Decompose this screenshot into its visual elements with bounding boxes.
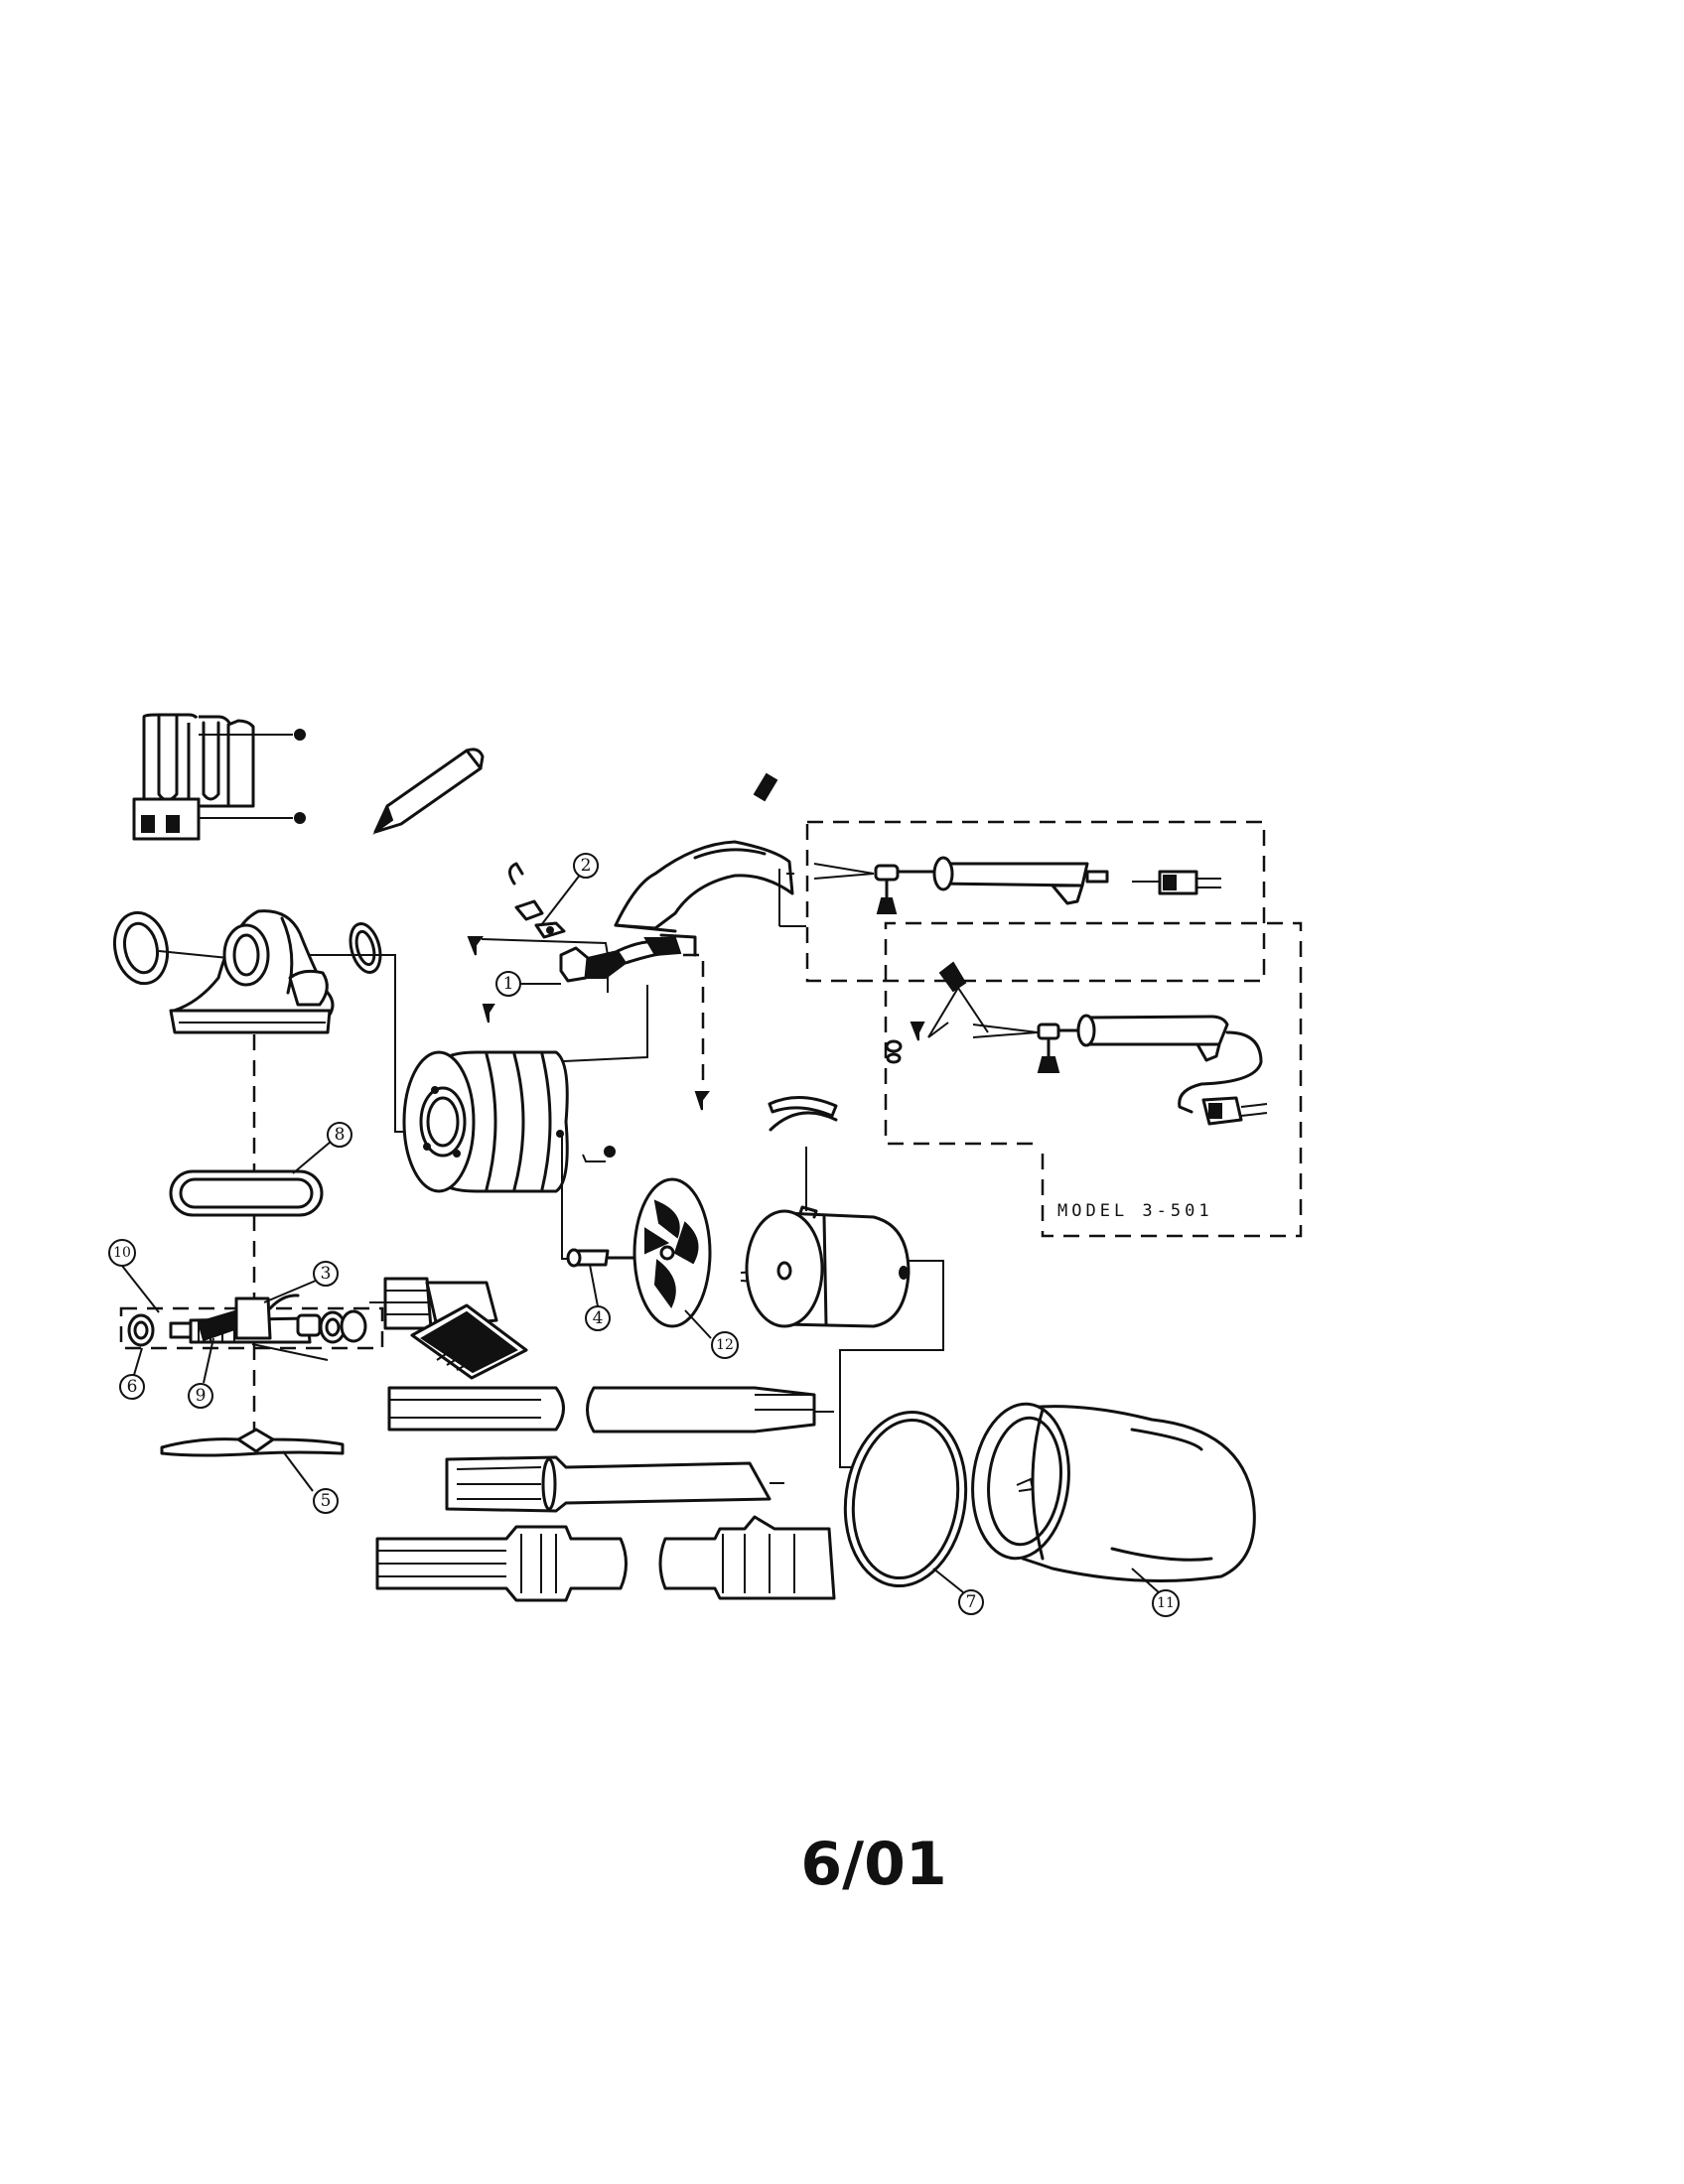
callout-8-label: 8 bbox=[335, 1125, 346, 1145]
callout-7-label: 7 bbox=[966, 1592, 977, 1612]
motor-housing bbox=[402, 1050, 576, 1260]
callout-11: 11 bbox=[1152, 1589, 1180, 1617]
extension-wand-1 bbox=[387, 1386, 834, 1433]
footer-date: 6/01 bbox=[800, 1830, 946, 1899]
callout-9: 9 bbox=[188, 1383, 213, 1409]
motor bbox=[740, 1095, 944, 1468]
hose-connector bbox=[369, 1277, 528, 1380]
callout-1-label: 1 bbox=[503, 974, 514, 994]
gasket-ring bbox=[843, 1410, 968, 1593]
handle bbox=[614, 840, 794, 933]
crevice-tool bbox=[372, 748, 485, 835]
callout-9-label: 9 bbox=[196, 1386, 207, 1406]
callout-7: 7 bbox=[958, 1589, 984, 1615]
callout-12-label: 12 bbox=[716, 1337, 734, 1353]
callout-10: 10 bbox=[108, 1239, 136, 1267]
callout-3: 3 bbox=[313, 1261, 339, 1287]
callout-5: 5 bbox=[313, 1488, 339, 1514]
callout-6-label: 6 bbox=[127, 1377, 138, 1397]
callout-5-label: 5 bbox=[321, 1491, 332, 1511]
wall-bracket bbox=[132, 713, 306, 841]
dust-bag bbox=[971, 1402, 1256, 1594]
nozzle-housing bbox=[112, 909, 429, 1133]
extension-wand-2 bbox=[445, 1455, 784, 1513]
switch-assembly bbox=[559, 933, 697, 983]
callout-4: 4 bbox=[585, 1305, 611, 1331]
brush-roll-assembly bbox=[119, 1265, 384, 1384]
callout-4-label: 4 bbox=[593, 1308, 604, 1328]
extension-wand-3 bbox=[375, 1515, 836, 1602]
callout-1: 1 bbox=[495, 971, 561, 997]
fan-impeller bbox=[566, 1177, 712, 1339]
callout-2: 2 bbox=[573, 853, 599, 879]
callout-8: 8 bbox=[327, 1122, 352, 1148]
callout-3-label: 3 bbox=[321, 1264, 332, 1284]
drive-belt bbox=[169, 1141, 332, 1217]
callout-12: 12 bbox=[711, 1331, 739, 1359]
screws bbox=[467, 936, 710, 1158]
cord-assembly-lower: MODEL 3-501 bbox=[884, 921, 1303, 1238]
base-plate bbox=[160, 1428, 345, 1492]
model-label: MODEL 3-501 bbox=[1057, 1201, 1213, 1221]
cord-assembly-upper bbox=[778, 820, 1266, 983]
callout-6: 6 bbox=[119, 1374, 145, 1400]
callout-10-label: 10 bbox=[113, 1245, 131, 1261]
wire-nut-top bbox=[753, 772, 778, 802]
callout-11-label: 11 bbox=[1157, 1595, 1175, 1611]
callout-2-label: 2 bbox=[581, 856, 592, 876]
switch-fittings bbox=[508, 862, 582, 939]
